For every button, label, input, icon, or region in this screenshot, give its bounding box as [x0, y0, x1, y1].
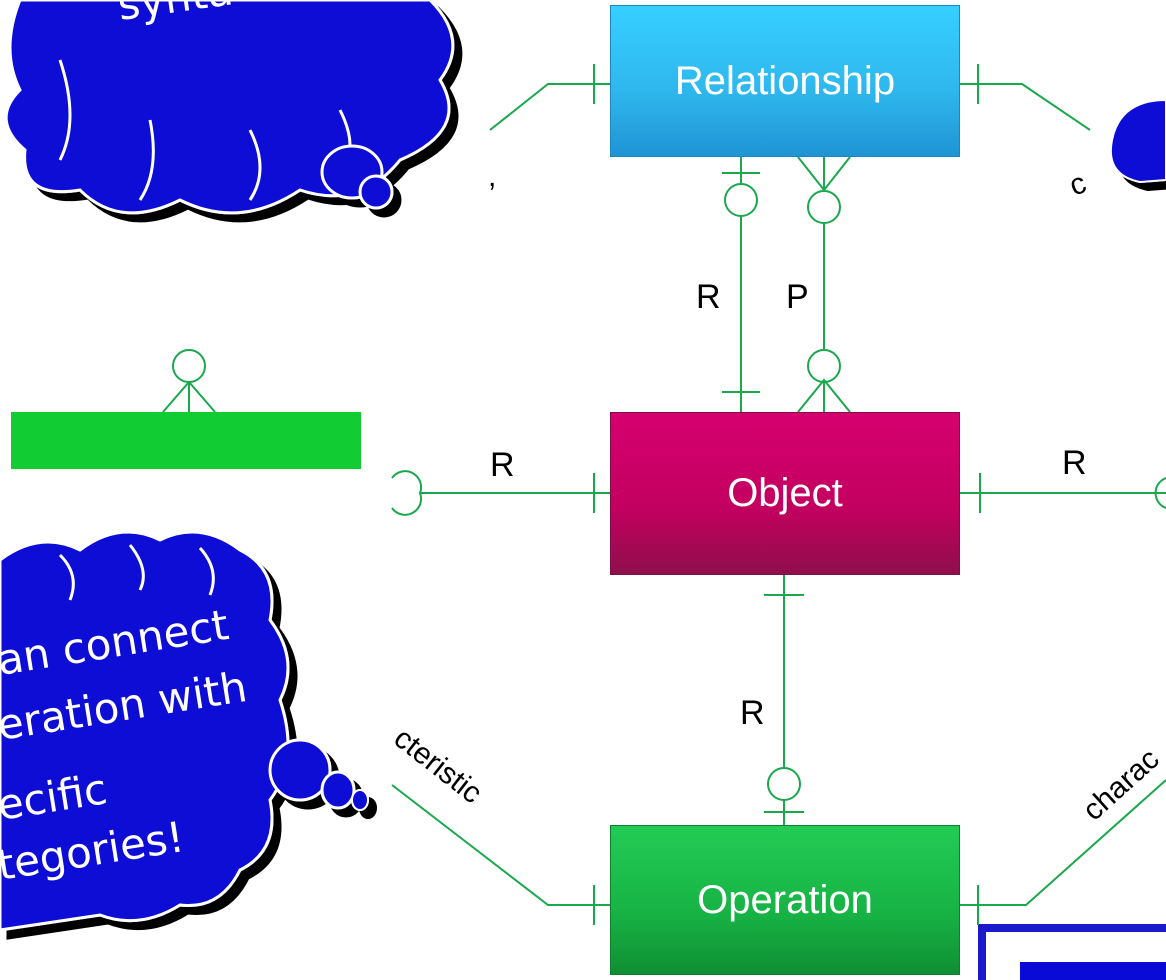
- green-entity-bar: [11, 412, 361, 469]
- label-op-right-characteristic: charac: [1077, 742, 1166, 827]
- connectors: [162, 64, 1166, 925]
- object-entity[interactable]: Object: [610, 412, 960, 575]
- cloud-top-right-fragment: [1109, 98, 1166, 184]
- operation-entity[interactable]: Operation: [610, 825, 960, 975]
- frame-bottom-right: [978, 924, 1166, 980]
- object-entity-label: Object: [727, 471, 843, 515]
- label-op-left-characteristic: cteristic: [388, 722, 488, 811]
- label-rel-left-fragment: ,: [488, 160, 496, 193]
- cloud-bottom-left: [0, 530, 369, 932]
- label-obj-op-r: R: [740, 694, 765, 732]
- cloud-top-left: [4, 0, 455, 215]
- relationship-entity-label: Relationship: [674, 58, 896, 103]
- relationship-entity[interactable]: Relationship: [610, 5, 960, 157]
- label-object-left-r: R: [490, 446, 515, 484]
- label-rel-right-fragment: c: [1065, 166, 1090, 202]
- label-rel-obj-r: R: [696, 278, 721, 316]
- label-rel-obj-p: P: [786, 278, 809, 316]
- operation-entity-label: Operation: [697, 877, 873, 922]
- label-object-right-r: R: [1062, 444, 1087, 482]
